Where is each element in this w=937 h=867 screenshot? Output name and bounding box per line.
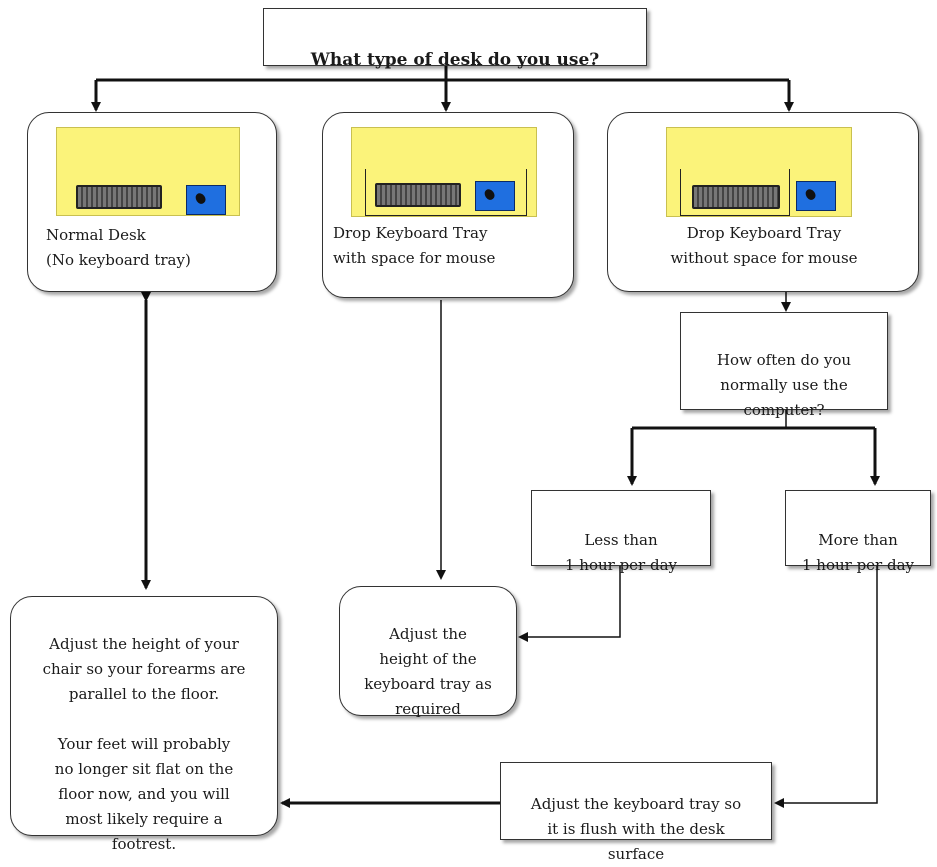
tray-flush-text: Adjust the keyboard tray so it is flush … (530, 795, 742, 863)
option-normal-desk: Normal Desk (No keyboard tray) (27, 112, 277, 292)
more-than-text: More than 1 hour per day (801, 531, 915, 574)
question-text: What type of desk do you use? (310, 50, 600, 70)
arrow-less-to-height (518, 566, 621, 642)
frequency-question-text: How often do you normally use the comput… (716, 351, 852, 419)
question-box: What type of desk do you use? (263, 8, 647, 70)
frequency-question-box: How often do you normally use the comput… (680, 312, 888, 419)
option-label: Drop Keyboard Tray without space for mou… (670, 224, 858, 267)
chair-advice-text: Adjust the height of your chair so your … (42, 635, 246, 853)
arrow-more-to-flush (774, 566, 878, 808)
more-than-box: More than 1 hour per day (785, 490, 931, 574)
less-than-text: Less than 1 hour per day (564, 531, 678, 574)
tray-height-text: Adjust the height of the keyboard tray a… (364, 625, 492, 718)
option-label: Normal Desk (No keyboard tray) (46, 226, 191, 269)
flow-connectors (91, 66, 880, 808)
option-label: Drop Keyboard Tray with space for mouse (333, 224, 496, 267)
tray-flush-box: Adjust the keyboard tray so it is flush … (500, 762, 772, 863)
chair-advice-box: Adjust the height of your chair so your … (10, 596, 278, 853)
tray-height-box: Adjust the height of the keyboard tray a… (339, 586, 517, 718)
less-than-box: Less than 1 hour per day (531, 490, 711, 574)
option-tray-without-mouse: Drop Keyboard Tray without space for mou… (607, 112, 919, 292)
option-tray-with-mouse: Drop Keyboard Tray with space for mouse (322, 112, 574, 298)
